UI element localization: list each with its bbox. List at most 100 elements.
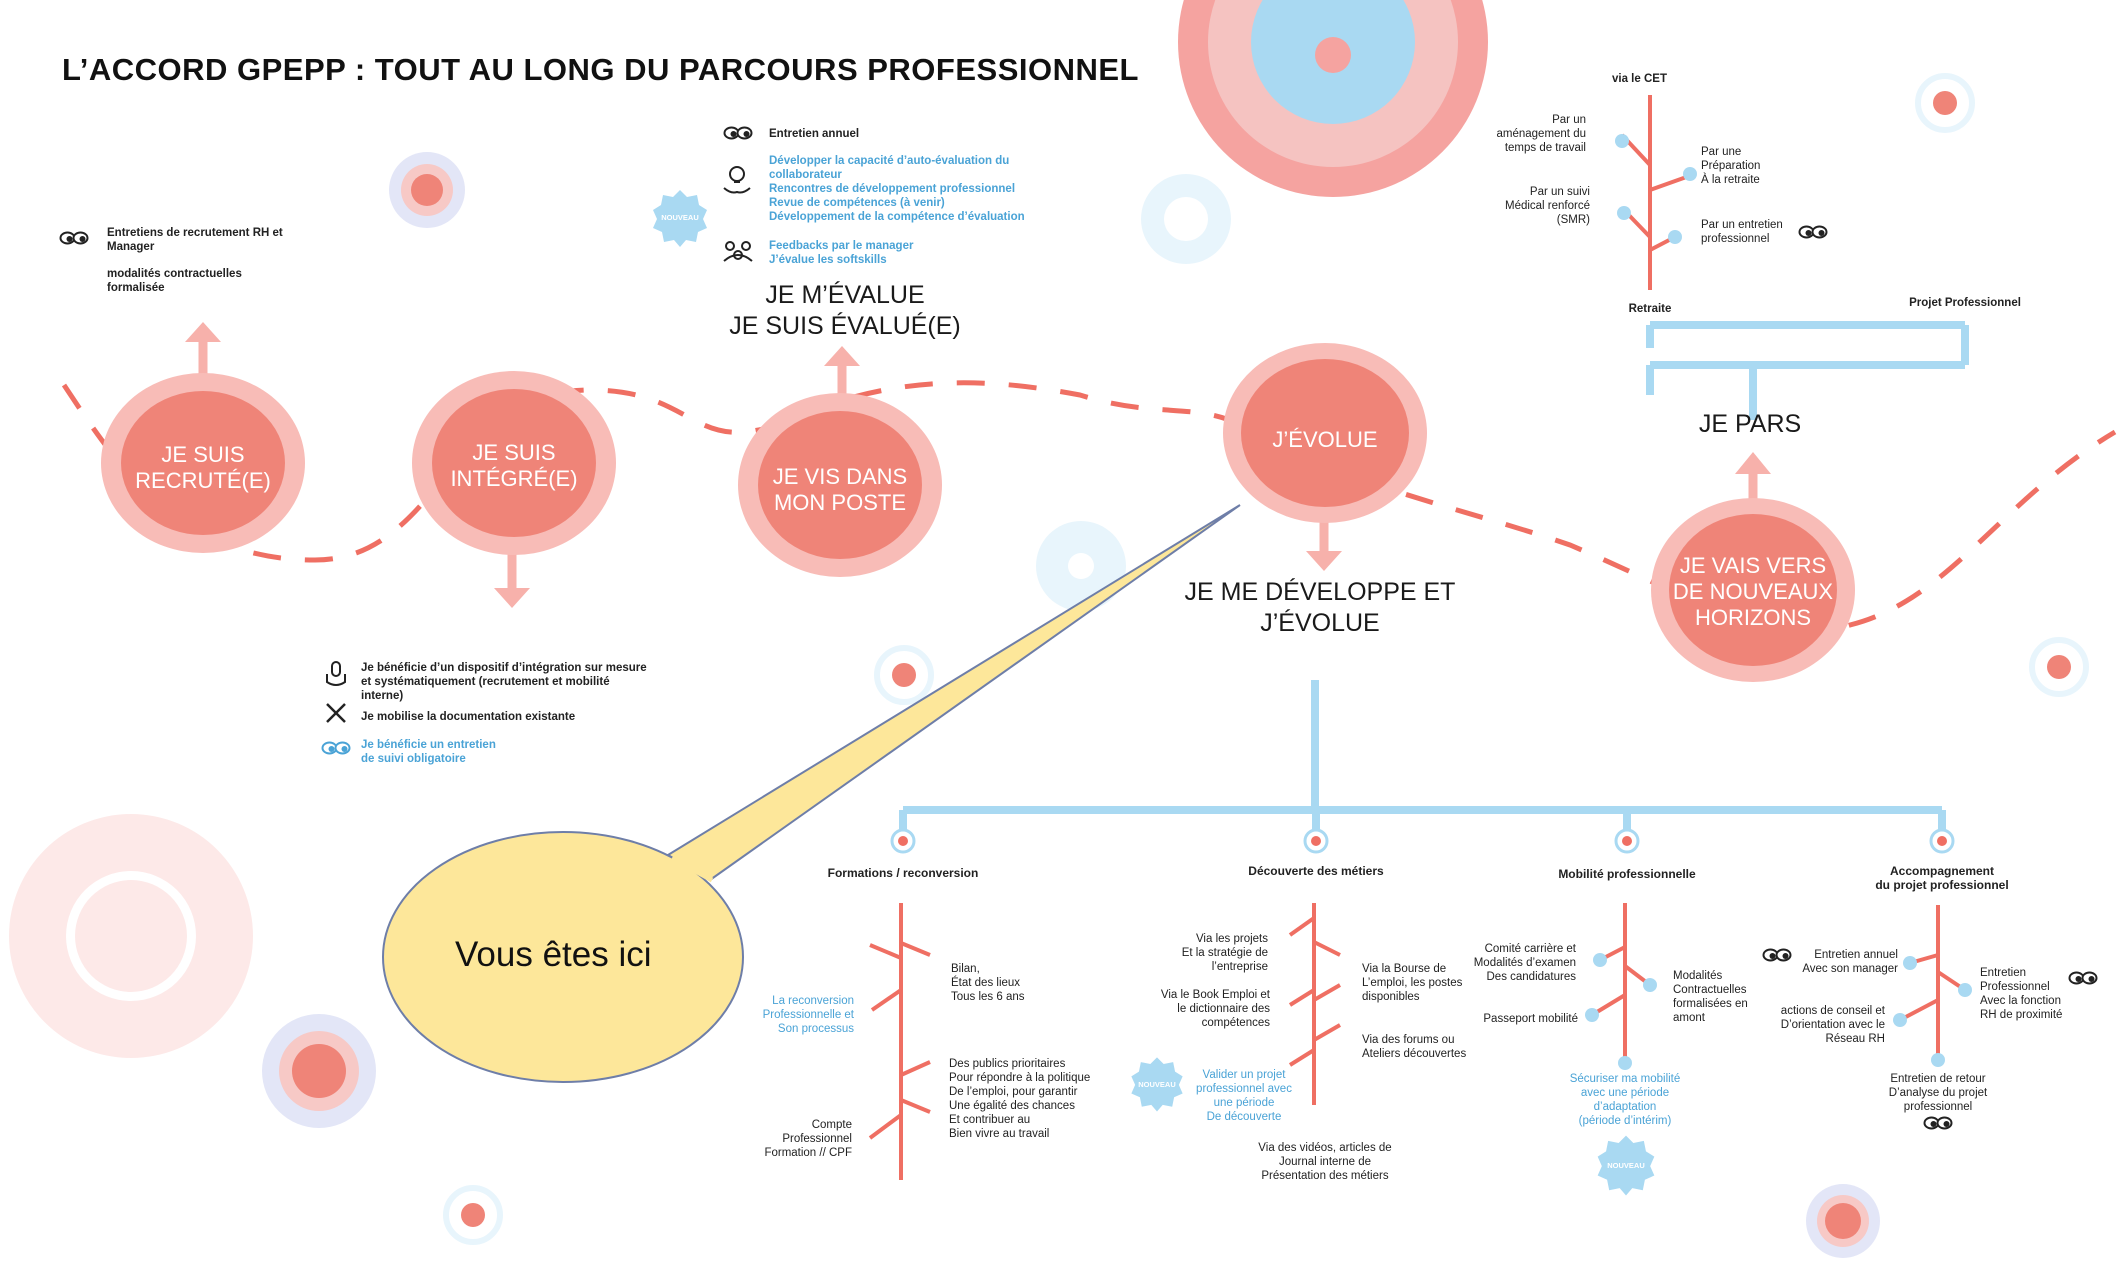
stage-label-line: JE SUIS — [161, 442, 245, 467]
info-line: Par une — [1701, 146, 1742, 158]
info-line: (période d’intérim) — [1578, 1115, 1672, 1127]
info-line: Par un — [1552, 114, 1586, 126]
category-decouverte: Découverte des métiers — [1248, 864, 1384, 878]
decouverte-forums: Via des forums ou Ateliers découvertes — [1362, 1033, 1512, 1061]
stage-label-line: RECRUTÉ(E) — [135, 468, 271, 493]
formations-publics: Des publics prioritaires Pour répondre à… — [949, 1057, 1139, 1141]
info-line: L’emploi, les postes — [1362, 977, 1463, 989]
eyes-icon — [1923, 1116, 1953, 1130]
decouverte-projets: Via les projets Et la stratégie de l’ent… — [1118, 932, 1268, 974]
info-line: J’évalue les softskills — [769, 254, 887, 266]
info-line: Revue de compétences (à venir) — [769, 197, 945, 209]
info-line: amont — [1673, 1012, 1705, 1024]
info-line: Préparation — [1701, 160, 1761, 172]
info-line: Son processus — [777, 1023, 854, 1035]
depart-suivi: Par un suivi Médical renforcé (SMR) — [1450, 185, 1590, 227]
hand-pointer-icon — [326, 661, 346, 686]
info-line: Comité carrière et — [1484, 943, 1576, 955]
eyes-blue-icon — [321, 741, 351, 755]
recrute-info: Entretiens de recrutement RH et Manager … — [107, 226, 337, 295]
category-line: Accompagnement — [1889, 864, 1995, 878]
heading-line: JE M’ÉVALUE — [765, 281, 925, 309]
stage-label-line: JE VAIS VERS — [1679, 553, 1827, 578]
stage-label-line: INTÉGRÉ(E) — [450, 466, 578, 491]
info-line: Je bénéficie un entretien — [361, 739, 496, 751]
info-line: professionnel avec — [1196, 1083, 1292, 1095]
info-line: Professionnel — [782, 1133, 852, 1145]
stage-label-horizons: JE VAIS VERS DE NOUVEAUX HORIZONS — [1668, 553, 1838, 631]
info-line: Médical renforcé — [1504, 200, 1590, 212]
depart-amenagement: Par un aménagement du temps de travail — [1450, 113, 1586, 155]
info-line: À la retraite — [1701, 174, 1760, 186]
info-line: Tous les 6 ans — [951, 991, 1025, 1003]
info-line: Présentation des métiers — [1261, 1170, 1389, 1182]
stage-label-line: JE VIS DANS — [772, 464, 908, 489]
info-line: et systématiquement (recrutement et mobi… — [361, 676, 610, 688]
info-line: La reconversion — [772, 995, 854, 1007]
info-line: Entretien — [1980, 967, 2027, 979]
info-line: D’orientation avec le — [1780, 1019, 1885, 1031]
info-line: actions de conseil et — [1780, 1005, 1885, 1017]
info-line: l’entreprise — [1211, 961, 1268, 973]
heading-develop: JE ME DÉVELOPPE ET J’ÉVOLUE — [1170, 577, 1470, 639]
info-line: Valider un projet — [1202, 1069, 1286, 1081]
integre-info-3: Je bénéficie un entretien de suivi oblig… — [361, 738, 681, 766]
eyes-icon — [723, 126, 753, 140]
depart-cet: via le CET — [1612, 73, 1667, 85]
heading-line: JE ME DÉVELOPPE ET — [1184, 578, 1456, 606]
page-title: L’ACCORD GPEPP : TOUT AU LONG DU PARCOUR… — [62, 52, 1139, 87]
info-line: Manager — [107, 241, 155, 253]
info-line: le dictionnaire des — [1177, 1003, 1270, 1015]
heading-evaluation: JE M’ÉVALUE JE SUIS ÉVALUÉ(E) — [700, 280, 990, 342]
departure-tree — [1615, 95, 1969, 420]
info-line: avec une période — [1580, 1087, 1670, 1099]
decouverte-branch — [1288, 903, 1341, 1105]
info-line: Compte — [811, 1119, 852, 1131]
category-line: du projet professionnel — [1875, 878, 2009, 892]
info-line: Via les projets — [1195, 933, 1268, 945]
stage-label-line: J’ÉVOLUE — [1272, 427, 1378, 452]
info-line: aménagement du — [1496, 128, 1586, 140]
info-line: Entretien annuel — [1814, 949, 1898, 961]
poste-info-annual: Entretien annuel — [769, 128, 860, 140]
info-line: une période — [1213, 1097, 1275, 1109]
info-line: (SMR) — [1556, 214, 1590, 226]
info-line: Des publics prioritaires — [949, 1058, 1066, 1070]
info-line: Contractuelles — [1673, 984, 1747, 996]
decouverte-bourse: Via la Bourse de L’emploi, les postes di… — [1362, 962, 1512, 1004]
stage-node-integre — [412, 371, 616, 555]
info-line: Via des forums ou — [1362, 1034, 1455, 1046]
info-line: Développement de la compétence d’évaluat… — [769, 211, 1025, 223]
category-mobilite: Mobilité professionnelle — [1558, 867, 1696, 881]
accomp-entretien-pro: Entretien Professionnel Avec la fonction… — [1980, 966, 2090, 1022]
accomp-retour: Entretien de retour D’analyse du projet … — [1858, 1072, 2018, 1114]
info-line: Professionnel — [1980, 981, 2050, 993]
info-line: De découverte — [1206, 1111, 1282, 1123]
stage-node-horizons — [1651, 498, 1855, 682]
decouverte-book: Via le Book Emploi et le dictionnaire de… — [1118, 988, 1270, 1030]
info-line: Et contribuer au — [949, 1114, 1031, 1126]
info-line: D’analyse du projet — [1888, 1087, 1988, 1099]
info-line: Réseau RH — [1825, 1033, 1885, 1045]
heading-line: JE SUIS ÉVALUÉ(E) — [729, 312, 961, 340]
info-line: Avec son manager — [1802, 963, 1898, 975]
decouverte-valider: Valider un projet professionnel avec une… — [1184, 1068, 1304, 1124]
info-line: interne) — [361, 690, 404, 702]
info-line: Via la Bourse de — [1362, 963, 1447, 975]
info-line: Entretien de retour — [1890, 1073, 1986, 1085]
info-line: compétences — [1201, 1017, 1270, 1029]
poste-info-feedback: Feedbacks par le manager J’évalue les so… — [769, 239, 1069, 267]
info-line: d’adaptation — [1593, 1101, 1657, 1113]
info-line: Feedbacks par le manager — [769, 240, 914, 252]
people-network-icon — [723, 241, 753, 262]
info-line: Ateliers découvertes — [1362, 1048, 1467, 1060]
stage-label-line: JE SUIS — [472, 440, 556, 465]
depart-entretien: Par un entretien professionnel — [1701, 218, 1811, 246]
info-line: Par un entretien — [1701, 219, 1783, 231]
info-line: formalisée — [107, 282, 165, 294]
info-line: modalités contractuelles — [107, 268, 242, 280]
poste-info-develop: Développer la capacité d’auto-évaluation… — [769, 154, 1089, 224]
accomp-entretien-annuel: Entretien annuel Avec son manager — [1790, 948, 1898, 976]
info-line: Par un suivi — [1529, 186, 1590, 198]
info-line: Professionnelle et — [762, 1009, 854, 1021]
